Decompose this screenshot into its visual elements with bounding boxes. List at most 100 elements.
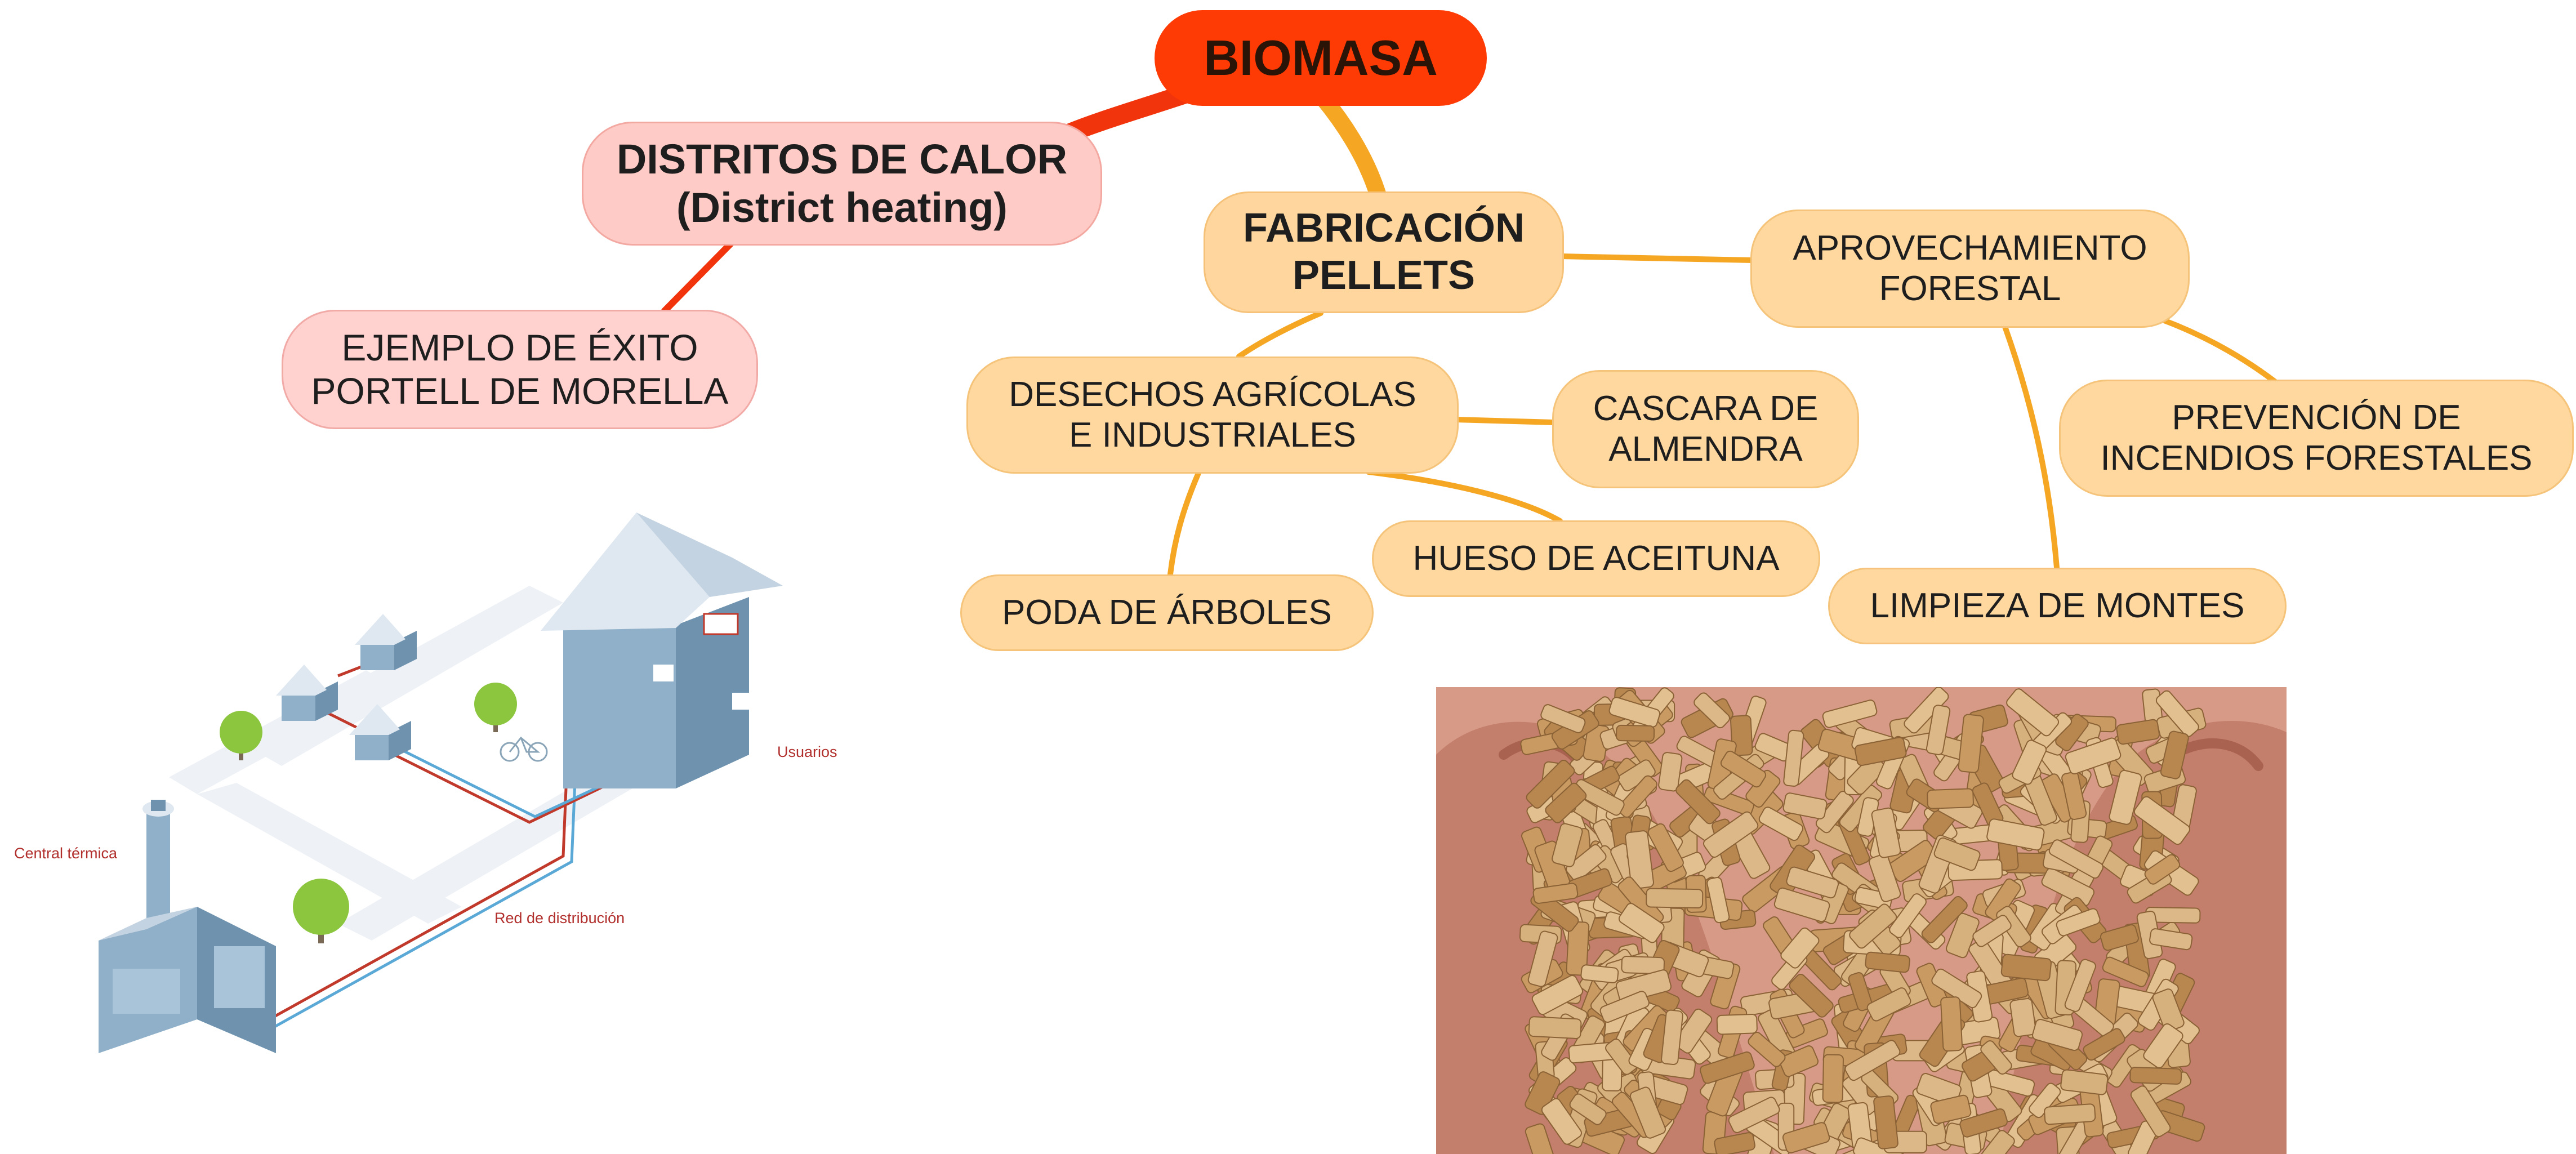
pellet [2129,1067,2182,1085]
users-label: Usuarios [777,743,837,760]
pellet [1605,1038,1638,1075]
pellet [1625,830,1654,889]
almond-node: CASCARA DE ALMENDRA [1552,370,1859,488]
waste-text: DESECHOS AGRÍCOLAS E INDUSTRIALES [1009,375,1416,455]
pellet [2000,954,2052,982]
forestry-node: APROVECHAMIENTO FORESTAL [1750,210,2190,328]
pellet [1985,878,2021,922]
pellet [1789,973,1834,1018]
wood-pellets [1519,687,2207,1154]
pellets-title: FABRICACIÓN PELLETS [1243,206,1525,298]
pellet [1526,759,1575,809]
tree [293,879,349,943]
pellet [1599,991,1650,1023]
pellet [1958,714,1984,773]
pellet [1889,893,1927,938]
pellet [1972,915,2012,947]
pellet [1616,724,1655,742]
connector-forestry-fire [2160,317,2278,385]
thermal-plant-label: Central térmica [14,845,118,862]
pellet [1608,697,1661,728]
pellet [1525,1071,1561,1115]
pellet [1822,1054,1844,1103]
pellet [1552,823,1583,867]
pellet [1782,1122,1830,1153]
pellet [2009,998,2036,1037]
bicycle-icon [500,736,548,762]
pellet [1720,750,1767,788]
thermal-plant [99,800,276,1053]
pellet [2109,769,2142,825]
pellet [1980,1040,2012,1075]
pellet [1703,811,1759,858]
pellet [2065,737,2122,775]
pellet [1629,1086,1666,1139]
pellet [1854,737,1907,767]
pellet [1569,1093,1607,1125]
pellet [1783,729,1804,787]
pellet [2149,928,2193,951]
pellet [1658,752,1683,792]
pellet [1782,792,1828,819]
pellet [1933,837,1981,871]
pellet [2160,730,2189,779]
fire-prevention-text: PREVENCIÓN DE INCENDIOS FORESTALES [2100,398,2533,478]
pellet [1921,895,1968,943]
pellet [1541,1098,1582,1145]
pellet [1786,866,1839,899]
fire-prevention-node: PREVENCIÓN DE INCENDIOS FORESTALES [2059,380,2574,497]
pellet [1706,877,1730,924]
pruning-text: PODA DE ÁRBOLES [1002,593,1332,632]
house-small [276,665,338,721]
pellet [2029,1082,2061,1119]
pellet [1673,1008,1713,1054]
pellet [1779,1045,1819,1077]
house-small [349,704,411,760]
connector-root-district [1055,83,1198,145]
pellet [1716,1013,1758,1035]
district-heating-node: DISTRITOS DE CALOR (District heating) [582,122,1102,246]
pellet [2041,867,2095,907]
pellet [2056,908,2101,937]
house-small [355,614,417,670]
pellet [1527,930,1558,987]
distribution-network-label: Red de distribución [494,910,625,926]
pellet [2006,688,2060,737]
pellet [1930,1094,1972,1124]
pellet [2100,924,2139,951]
success-example-text: EJEMPLO DE ÉXITO PORTELL DE MORELLA [311,327,729,412]
pellet [1580,964,1619,983]
olive-text: HUESO DE ACEITUNA [1412,539,1780,578]
pellet [1980,1130,2015,1154]
pellet [2060,1069,2109,1095]
district-heating-illustration [99,513,783,1053]
forestry-text: APROVECHAMIENTO FORESTAL [1793,229,2147,308]
user-building [541,513,783,788]
district-heating-title: DISTRITOS DE CALOR (District heating) [616,136,1068,231]
pellet [2144,854,2181,885]
pellet [1661,1009,1683,1066]
pellet [2102,956,2149,987]
pellet [1617,775,1657,818]
connector-root-pellets [1315,90,1387,206]
pellet [1528,1016,1582,1039]
pellet [1700,1051,1755,1084]
pellet [2044,1103,2096,1125]
pellet [1714,1132,1755,1154]
tree [474,683,517,732]
cleaning-node: LIMPIEZA DE MONTES [1828,568,2287,644]
pellet [1618,903,1665,943]
pellet [1545,782,1587,823]
root-node: BIOMASA [1155,10,1487,106]
pellet [1926,705,1951,755]
pellet [1675,779,1721,825]
pellet [1540,704,1586,733]
pellet [1566,921,1590,976]
distribution-pipe-red [255,720,571,1028]
pellet [1647,823,1684,872]
pellet [2012,739,2047,785]
connector-forestry-cleaning [2002,324,2060,571]
pellet [1986,818,2045,851]
pellet [1646,888,1704,909]
connector-pellets-forestry [1557,253,1755,263]
